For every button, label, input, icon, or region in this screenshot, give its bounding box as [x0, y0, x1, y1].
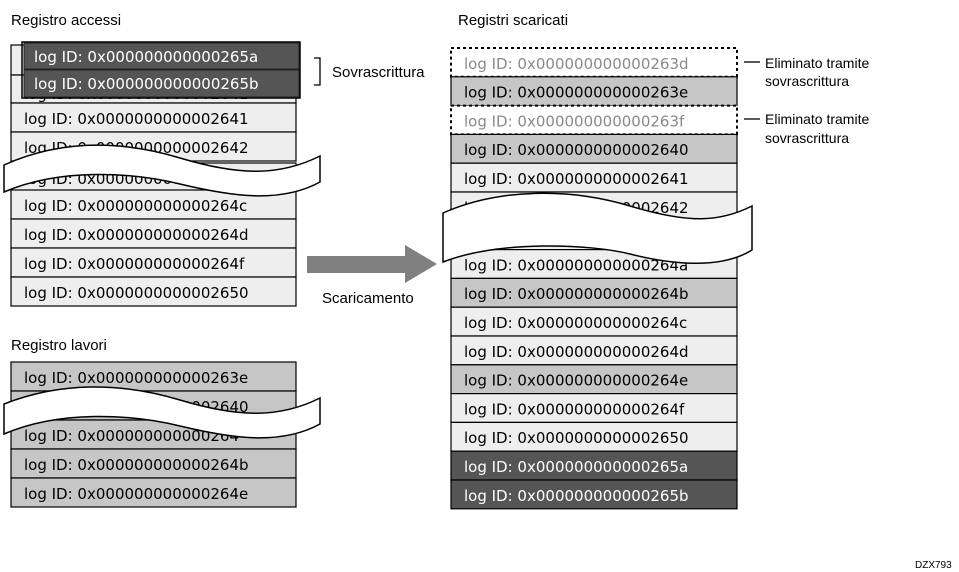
- job-log-row-5-bg: [10, 477, 297, 508]
- downloaded-log-row-4: log ID: 0x0000000000002640: [464, 141, 689, 159]
- deleted-annotation-1: Eliminato tramite sovrascrittura: [744, 55, 869, 89]
- downloaded-log-row-16: log ID: 0x000000000000265b: [464, 487, 689, 505]
- figure-code: DZX793: [915, 560, 952, 571]
- job-log-omission-wave: [3, 386, 321, 439]
- downloaded-logs-title: Registri scaricati: [458, 12, 568, 29]
- access-log-row-7: log ID: 0x0000000000002650: [24, 284, 249, 302]
- downloaded-log-row-13: log ID: 0x000000000000264f: [464, 400, 685, 418]
- access-log-row-5: log ID: 0x000000000000264d: [24, 226, 249, 244]
- job-log-title: Registro lavori: [11, 337, 107, 354]
- access-log-row-1-bg: [10, 102, 297, 133]
- downloaded-logs-omission-wave: [442, 192, 753, 264]
- downloaded-log-row-9: log ID: 0x000000000000264b: [464, 285, 689, 303]
- download-arrow: [307, 245, 437, 283]
- downloaded-log-row-3-bg: [450, 104, 738, 136]
- downloaded-log-row-16-bg: [450, 479, 738, 510]
- deleted-note-2-line2: sovrascrittura: [765, 130, 849, 146]
- access-log-row-7-bg: [10, 276, 297, 307]
- downloaded-log-row-3: log ID: 0x000000000000263f: [464, 112, 685, 130]
- deleted-note-1-line1: Eliminato tramite: [765, 55, 869, 71]
- overwrite-label: Sovrascrittura: [332, 64, 425, 81]
- access-log-title: Registro accessi: [11, 12, 121, 29]
- access-log-omission-wave: [3, 144, 321, 197]
- downloaded-log-row-9-bg: [450, 277, 738, 308]
- job-log-row-4: log ID: 0x000000000000264b: [24, 456, 249, 474]
- overwrite-bracket: [314, 57, 321, 86]
- deleted-annotation-2: Eliminato tramite sovrascrittura: [744, 111, 869, 146]
- downloaded-log-row-1: log ID: 0x000000000000263d: [464, 55, 689, 73]
- downloaded-log-row-8: log ID: 0x000000000000264a: [464, 256, 688, 274]
- downloaded-log-row-4-bg: [450, 133, 738, 164]
- access-log-row-1: log ID: 0x0000000000002641: [24, 110, 249, 128]
- downloaded-log-row-5: log ID: 0x0000000000002641: [464, 170, 689, 188]
- downloaded-log-row-2: log ID: 0x000000000000263e: [464, 84, 688, 102]
- downloaded-log-row-12: log ID: 0x000000000000264e: [464, 372, 688, 390]
- access-log-row-6: log ID: 0x000000000000264f: [24, 255, 245, 273]
- access-log-row-5-bg: [10, 218, 297, 249]
- downloaded-log-row-13-bg: [450, 393, 738, 424]
- job-log-row-3: log ID: 0x000000000000264: [24, 427, 239, 445]
- download-label: Scaricamento: [322, 290, 414, 307]
- access-log-overwritten-row-1: log ID: 0x000000000000265a: [34, 48, 258, 66]
- job-log-row-1: log ID: 0x000000000000263e: [24, 369, 248, 387]
- downloaded-log-row-15: log ID: 0x000000000000265a: [464, 458, 688, 476]
- downloaded-log-row-12-bg: [450, 364, 738, 395]
- downloaded-log-row-14: log ID: 0x0000000000002650: [464, 429, 689, 447]
- job-log-row-1-bg: [10, 361, 297, 392]
- job-log-row-5: log ID: 0x000000000000264e: [24, 485, 248, 503]
- downloaded-log-row-11-bg: [450, 335, 738, 366]
- downloaded-log-row-15-bg: [450, 450, 738, 481]
- downloaded-log-row-11: log ID: 0x000000000000264d: [464, 343, 689, 361]
- deleted-note-2-line1: Eliminato tramite: [765, 111, 869, 127]
- downloaded-log-row-5-bg: [450, 162, 738, 193]
- job-log-row-4-bg: [10, 448, 297, 479]
- downloaded-log-row-2-bg: [450, 76, 738, 107]
- downloaded-logs-table: log ID: 0x000000000000263d log ID: 0x0000…: [450, 47, 738, 510]
- downloaded-log-row-10: log ID: 0x000000000000264c: [464, 314, 687, 332]
- deleted-note-1-line2: sovrascrittura: [765, 73, 849, 89]
- access-log-row-4: log ID: 0x000000000000264c: [24, 197, 247, 215]
- access-log-overwritten-row-2: log ID: 0x000000000000265b: [34, 75, 259, 93]
